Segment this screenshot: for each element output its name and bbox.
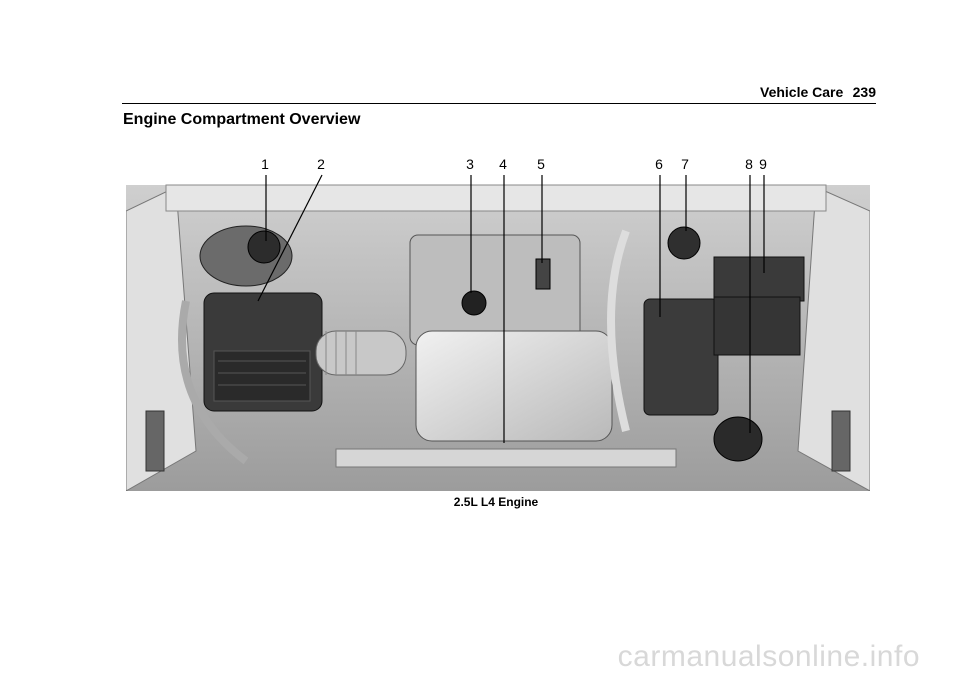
callout-5: 5 [537, 156, 545, 172]
callout-9: 9 [759, 156, 767, 172]
engine-compartment-illustration: 1 2 3 4 5 6 7 8 9 [126, 151, 870, 491]
section-title: Vehicle Care [760, 84, 844, 100]
engine-drawing [126, 174, 870, 491]
callout-6: 6 [655, 156, 663, 172]
figure-caption: 2.5L L4 Engine [0, 495, 960, 509]
callout-8: 8 [745, 156, 753, 172]
watermark: carmanualsonline.info [617, 640, 920, 673]
page-number: 239 [852, 84, 876, 100]
callout-4: 4 [499, 156, 507, 172]
callout-1: 1 [261, 156, 269, 172]
page-header: Vehicle Care 239 [760, 84, 876, 100]
header-rule [122, 103, 876, 104]
page-title: Engine Compartment Overview [123, 111, 361, 128]
callout-2: 2 [317, 156, 325, 172]
callout-3: 3 [466, 156, 474, 172]
callout-7: 7 [681, 156, 689, 172]
figure-caption-text: 2.5L L4 Engine [453, 495, 539, 509]
